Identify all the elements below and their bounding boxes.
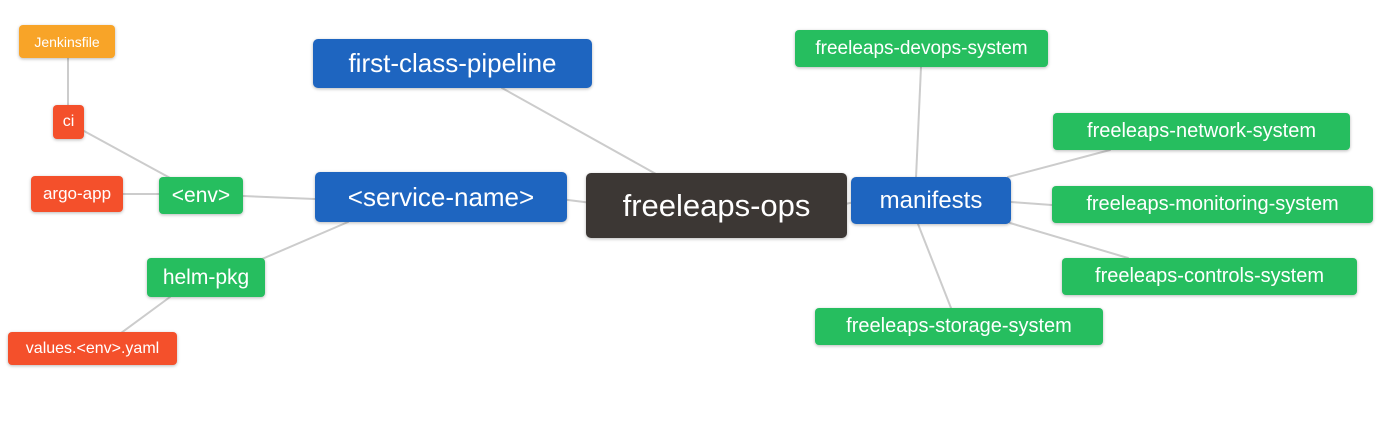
node-helm-pkg[interactable]: helm-pkg [147,258,265,297]
connector-service-name-helm-pkg [261,221,349,260]
node-freeleaps-controls-system[interactable]: freeleaps-controls-system [1062,258,1357,295]
node-ci[interactable]: ci [53,105,84,139]
connector-manifests-storage [917,223,952,309]
node-argo-app[interactable]: argo-app [31,176,123,212]
node-values-env-yaml[interactable]: values.<env>.yaml [8,332,177,365]
node-freeleaps-network-system[interactable]: freeleaps-network-system [1053,113,1350,150]
node-freeleaps-monitoring-system[interactable]: freeleaps-monitoring-system [1052,186,1373,223]
node-env[interactable]: <env> [159,177,243,214]
connector-manifests-network [1007,149,1111,178]
connector-manifests-devops [915,66,922,179]
connector-helm-pkg-values [120,296,171,334]
node-freeleaps-storage-system[interactable]: freeleaps-storage-system [815,308,1103,345]
connector-manifests-controls [1009,222,1129,259]
node-first-class-pipeline[interactable]: first-class-pipeline [313,39,592,88]
node-jenkinsfile[interactable]: Jenkinsfile [19,25,115,58]
node-service-name[interactable]: <service-name> [315,172,567,222]
connector-ci-env [83,130,173,180]
connector-manifests-monitoring [1010,201,1053,206]
node-freeleaps-devops-system[interactable]: freeleaps-devops-system [795,30,1048,67]
node-freeleaps-ops-root[interactable]: freeleaps-ops [586,173,847,238]
node-manifests[interactable]: manifests [851,177,1011,224]
connector-env-service-name [242,195,316,200]
connector-pipeline-root [501,87,657,175]
